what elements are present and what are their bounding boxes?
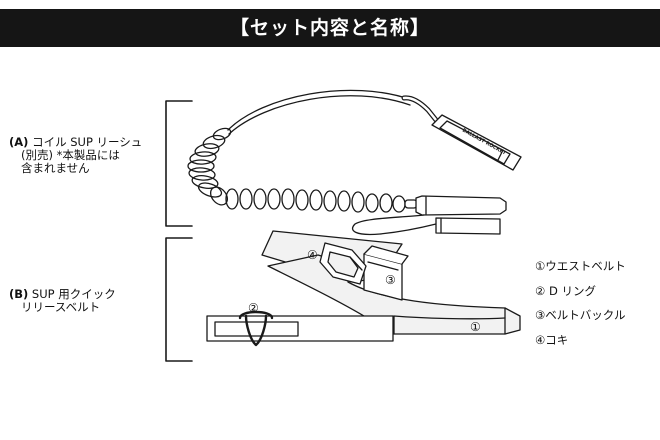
parts-list: ①ウエストベルト ② D リング ③ベルトバックル ④コキ <box>535 258 626 356</box>
section-a-line1: コイル SUP リーシュ <box>28 135 143 149</box>
part-d-ring: ② D リング <box>535 283 596 298</box>
leash-cuff: BALLAST ROCKET <box>401 95 522 171</box>
section-a-label: (A) コイル SUP リーシュ (別売) *本製品には 含まれません <box>9 136 142 175</box>
section-a-line2: (別売) *本製品には <box>21 148 120 162</box>
callout-buckle: ③ <box>385 273 396 287</box>
callout-d-ring: ② <box>248 301 259 315</box>
callout-waist-belt: ① <box>470 320 481 334</box>
coil-cord <box>187 127 406 213</box>
section-b-line2: リリースベルト <box>21 300 101 314</box>
section-b-label: (B) SUP 用クイック リリースベルト <box>9 288 116 314</box>
part-slider: ④コキ <box>535 332 569 347</box>
callouts: ④ ③ ② ① <box>248 248 481 334</box>
coil-leash: BALLAST ROCKET <box>187 89 522 236</box>
d-ring <box>244 314 268 347</box>
bracket-a <box>165 100 193 227</box>
part-belt-buckle: ③ベルトバックル <box>535 308 626 322</box>
page-title: 【セット内容と名称】 <box>0 9 660 47</box>
release-belt <box>206 230 521 347</box>
callout-slider: ④ <box>307 248 318 262</box>
bracket-b <box>165 237 193 362</box>
belt-lower-strap <box>206 315 394 342</box>
section-b-line1: SUP 用クイック <box>28 287 116 301</box>
section-a-tag: (A) <box>9 135 29 149</box>
section-a-line3: 含まれません <box>21 161 90 175</box>
section-b-tag: (B) <box>9 287 29 301</box>
part-waist-belt: ①ウエストベルト <box>535 259 626 273</box>
leash-rail-saver <box>351 195 507 236</box>
